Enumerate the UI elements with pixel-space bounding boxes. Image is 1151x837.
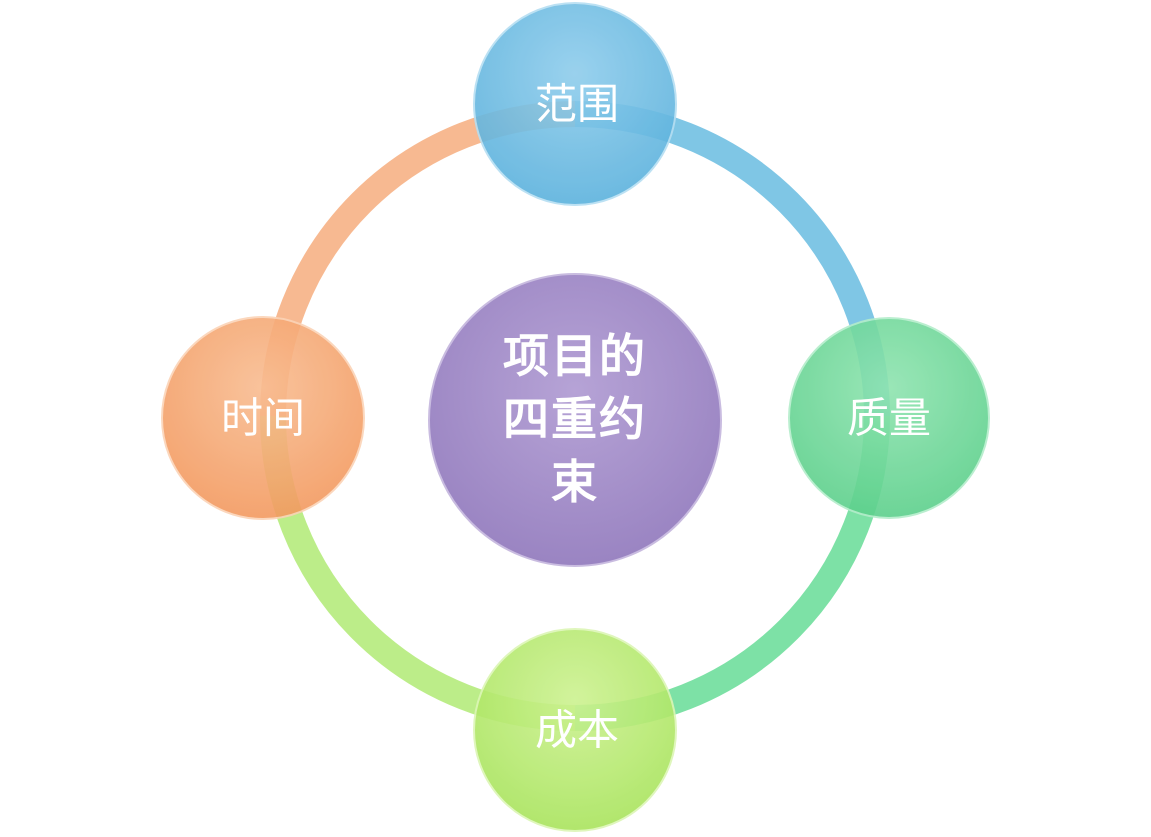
quality-label: 质量 <box>847 394 931 443</box>
center-circle <box>428 273 722 567</box>
center-label-line-2: 四重约 <box>503 392 647 446</box>
scope-label: 范围 <box>535 80 619 129</box>
center-node: 项目的 四重约 束 <box>428 273 722 567</box>
quality-circle <box>788 317 990 519</box>
time-circle <box>161 316 365 520</box>
time-label: 时间 <box>221 394 305 443</box>
center-label-line-3: 束 <box>551 455 599 509</box>
quality-node: 质量 <box>788 317 990 519</box>
cost-label: 成本 <box>535 706 619 755</box>
scope-node: 范围 <box>473 2 677 206</box>
center-label-line-1: 项目的 <box>503 329 647 383</box>
scope-circle <box>473 2 677 206</box>
cost-node: 成本 <box>473 628 677 832</box>
cost-circle <box>473 628 677 832</box>
time-node: 时间 <box>161 316 365 520</box>
